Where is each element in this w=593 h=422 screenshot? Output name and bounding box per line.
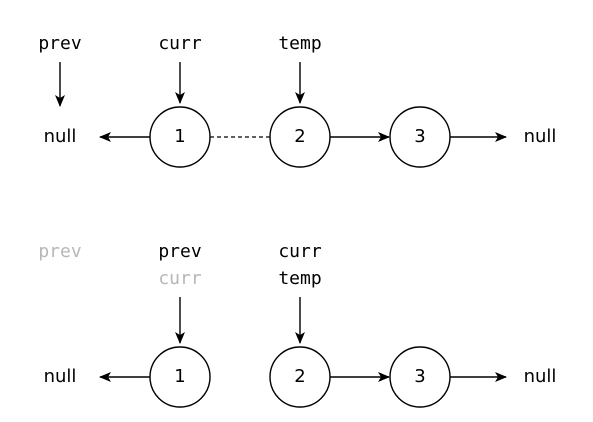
bottom-node-1 — [149, 346, 211, 408]
bottom-temp-label: temp — [278, 268, 321, 289]
bottom-node-2-label: 2 — [294, 366, 305, 387]
bottom-old-prev-label: prev — [38, 241, 81, 262]
bottom-prev-label: prev — [158, 241, 201, 262]
top-curr-label: curr — [158, 33, 202, 54]
top-node-2-label: 2 — [294, 126, 305, 147]
top-null-left: null — [44, 126, 77, 147]
bottom-node-3-label: 3 — [414, 366, 425, 387]
top-prev-label: prev — [38, 33, 81, 54]
bottom-curr-label: curr — [278, 241, 322, 262]
top-temp-label: temp — [278, 33, 321, 54]
bottom-diagram: prev prev curr curr temp null 1 2 3 null — [38, 241, 557, 408]
bottom-null-left: null — [44, 366, 77, 387]
top-diagram: prev curr temp null 1 2 3 null — [38, 33, 557, 168]
bottom-old-curr-label: curr — [158, 268, 202, 289]
top-null-right: null — [524, 126, 557, 147]
bottom-null-right: null — [524, 366, 557, 387]
bottom-node-1-label: 1 — [174, 366, 185, 387]
top-node-3-label: 3 — [414, 126, 425, 147]
top-node-1-label: 1 — [174, 126, 185, 147]
